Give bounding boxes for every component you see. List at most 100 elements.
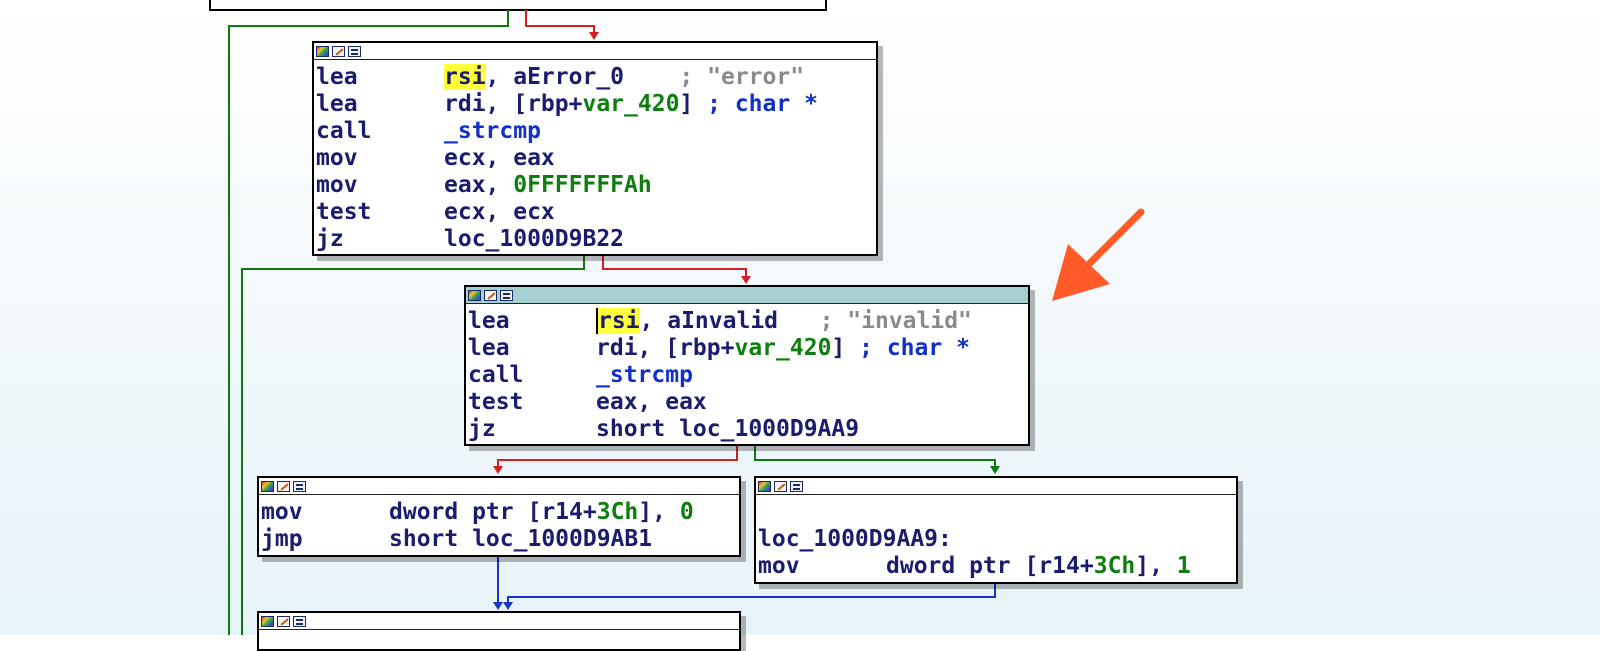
operand: eax,: [444, 172, 514, 198]
asm-line[interactable]: lea rdi, [rbp+var_420] ; char *: [316, 91, 876, 118]
blank-line: [758, 499, 1236, 526]
operand: ],: [1135, 553, 1177, 579]
mnemonic: mov: [316, 145, 358, 171]
block-graph-icon[interactable]: [348, 45, 361, 57]
mnemonic: test: [316, 199, 372, 225]
block-header-active: [466, 287, 1028, 304]
asm-line[interactable]: mov dword ptr [r14+3Ch], 0: [261, 499, 739, 526]
asm-line[interactable]: mov dword ptr [r14+3Ch], 1: [758, 553, 1236, 580]
mnemonic: jz: [468, 416, 496, 442]
block-color-icon[interactable]: [468, 289, 481, 301]
operand: , aInvalid: [639, 308, 779, 334]
code-block-error-compare[interactable]: lea rsi, aError_0 ; "error" lea rdi, [rb…: [312, 41, 878, 256]
stack-variable: var_420: [582, 91, 680, 117]
code-block-invalid-compare[interactable]: lea rsi, aInvalid ; "invalid" lea rdi, […: [464, 285, 1030, 446]
code-block-merge-partial[interactable]: [257, 611, 741, 651]
block-color-icon[interactable]: [758, 480, 771, 492]
block-edit-icon[interactable]: [332, 45, 345, 57]
comment: ; "invalid": [819, 308, 972, 334]
block-header: [259, 613, 739, 630]
edge-jmp-zero-arrowhead: [493, 602, 503, 610]
edge-false-error: [602, 256, 747, 277]
asm-line[interactable]: mov ecx, eax: [316, 145, 876, 172]
asm-line[interactable]: jz short loc_1000D9AA9: [468, 416, 1028, 443]
register-highlight: rsi: [444, 64, 486, 90]
asm-line[interactable]: test ecx, ecx: [316, 199, 876, 226]
mnemonic: mov: [758, 553, 800, 579]
function-name[interactable]: _strcmp: [596, 362, 693, 388]
mnemonic: call: [316, 118, 372, 144]
edge-false-top-arrowhead: [589, 32, 599, 40]
edge-fall-one: [507, 584, 996, 603]
asm-line[interactable]: lea rsi, aError_0 ; "error": [316, 64, 876, 91]
location-label[interactable]: loc_1000D9AA9:: [758, 526, 952, 552]
mnemonic: call: [468, 362, 524, 388]
asm-line[interactable]: call _strcmp: [316, 118, 876, 145]
block-header: [756, 478, 1236, 495]
block-edit-icon[interactable]: [277, 615, 290, 627]
block-color-icon[interactable]: [261, 480, 274, 492]
operand: dword ptr [r14+: [886, 553, 1094, 579]
block-graph-icon[interactable]: [293, 480, 306, 492]
mnemonic: mov: [261, 499, 303, 525]
block-edit-icon[interactable]: [484, 289, 497, 301]
asm-line[interactable]: jmp short loc_1000D9AB1: [261, 526, 739, 553]
edge-true-top: [228, 10, 509, 635]
immediate-value: 3Ch: [596, 499, 639, 525]
operand: ],: [638, 499, 680, 525]
block-edit-icon[interactable]: [277, 480, 290, 492]
immediate-value: 3Ch: [1093, 553, 1136, 579]
comment: ; char *: [859, 335, 970, 361]
block-header: [314, 43, 876, 60]
function-name[interactable]: _strcmp: [444, 118, 541, 144]
block-graph-icon[interactable]: [500, 289, 513, 301]
operand: , aError_0: [485, 64, 625, 90]
block-edit-icon[interactable]: [774, 480, 787, 492]
code-block-set-zero[interactable]: mov dword ptr [r14+3Ch], 0 jmp short loc…: [257, 476, 741, 557]
operand: ecx, eax: [444, 145, 555, 171]
operand: ]: [831, 335, 846, 361]
asm-line[interactable]: lea rdi, [rbp+var_420] ; char *: [468, 335, 1028, 362]
edge-true-invalid-arrowhead: [990, 466, 1000, 474]
asm-line[interactable]: test eax, eax: [468, 389, 1028, 416]
block-graph-icon[interactable]: [293, 615, 306, 627]
code-label[interactable]: loc_1000D9AA9:: [758, 526, 1236, 553]
mnemonic: mov: [316, 172, 358, 198]
block-header: [259, 478, 739, 495]
immediate-value: 0: [679, 499, 694, 525]
operand: rdi, [rbp+: [596, 335, 735, 361]
immediate-value: 0FFFFFFFAh: [513, 172, 652, 198]
operand: rdi, [rbp+: [444, 91, 583, 117]
stack-variable: var_420: [734, 335, 832, 361]
edge-fall-one-arrowhead: [503, 602, 513, 610]
jump-target[interactable]: short loc_1000D9AA9: [596, 416, 860, 442]
block-graph-icon[interactable]: [790, 480, 803, 492]
prev-block-partial: [209, 0, 827, 11]
immediate-value: 1: [1176, 553, 1191, 579]
mnemonic: lea: [316, 64, 358, 90]
edge-true-invalid: [754, 446, 996, 467]
mnemonic: jz: [316, 226, 344, 252]
block-color-icon[interactable]: [316, 45, 329, 57]
mnemonic: lea: [316, 91, 358, 117]
mnemonic: jmp: [261, 526, 303, 552]
asm-line[interactable]: jz loc_1000D9B22: [316, 226, 876, 253]
asm-line[interactable]: mov eax, 0FFFFFFFAh: [316, 172, 876, 199]
operand: ]: [679, 91, 694, 117]
code-block-set-one[interactable]: loc_1000D9AA9: mov dword ptr [r14+3Ch], …: [754, 476, 1238, 584]
asm-line[interactable]: lea rsi, aInvalid ; "invalid": [468, 308, 1028, 335]
register-highlight-cursor: rsi: [596, 308, 640, 334]
jump-target[interactable]: loc_1000D9B22: [444, 226, 625, 252]
jump-target[interactable]: short loc_1000D9AB1: [389, 526, 653, 552]
operand: ecx, ecx: [444, 199, 555, 225]
flow-edges: [209, 0, 1000, 635]
edge-true-error: [241, 256, 585, 635]
operand: eax, eax: [596, 389, 707, 415]
mnemonic: lea: [468, 308, 510, 334]
mnemonic: lea: [468, 335, 510, 361]
asm-line[interactable]: call _strcmp: [468, 362, 1028, 389]
edge-false-top: [525, 10, 595, 33]
block-color-icon[interactable]: [261, 615, 274, 627]
edge-false-invalid: [497, 446, 738, 467]
